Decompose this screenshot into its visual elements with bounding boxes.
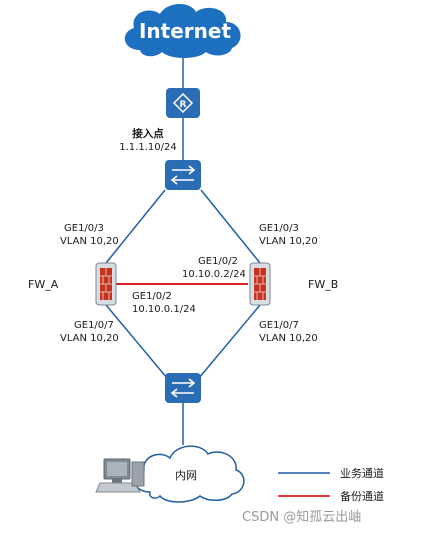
fw-b-heartbeat-port: GE1/0/2 — [198, 256, 238, 267]
legend-backup-label: 备份通道 — [340, 489, 384, 503]
top-switch — [165, 160, 201, 190]
legend-business-label: 业务通道 — [340, 466, 384, 480]
switch-icon — [165, 160, 201, 190]
fw-a-lower-vlan: VLAN 10,20 — [60, 333, 119, 344]
switch-arrows — [170, 165, 196, 185]
links — [105, 55, 261, 445]
fw-b-name: FW_B — [308, 278, 338, 291]
fw-b-heartbeat-ip: 10.10.0.2/24 — [182, 269, 246, 280]
legend: 业务通道 备份通道 — [278, 466, 384, 503]
switch-arrows — [170, 378, 196, 398]
fw-a-upper-vlan: VLAN 10,20 — [60, 236, 119, 247]
router-icon — [166, 88, 200, 118]
internet-cloud: Internet — [124, 3, 241, 58]
access-point-ip: 1.1.1.10/24 — [119, 142, 176, 153]
link-switch-fw-a — [105, 189, 166, 264]
fw-a-heartbeat-port: GE1/0/2 — [132, 291, 172, 302]
link-fw-b-bottom-switch — [198, 304, 261, 379]
intranet-label: 内网 — [175, 468, 197, 482]
svg-text:R: R — [180, 100, 187, 110]
firewall-b — [249, 262, 271, 306]
fw-b-upper-port: GE1/0/3 — [259, 223, 299, 234]
bottom-switch — [165, 373, 201, 403]
switch-icon — [165, 373, 201, 403]
link-fw-a-bottom-switch — [105, 304, 168, 379]
fw-b-lower-port: GE1/0/7 — [259, 320, 299, 331]
fw-a-heartbeat-ip: 10.10.0.1/24 — [132, 304, 196, 315]
cloud-icon — [124, 3, 241, 58]
link-switch-fw-b — [200, 189, 261, 264]
router: R — [166, 88, 200, 118]
intranet-cloud: 内网 — [134, 445, 245, 503]
fw-b-upper-vlan: VLAN 10,20 — [259, 236, 318, 247]
firewall-a — [95, 262, 117, 306]
fw-a-lower-port: GE1/0/7 — [74, 320, 114, 331]
fw-a-name: FW_A — [28, 278, 59, 291]
pc-icon — [95, 458, 145, 493]
internet-label: Internet — [139, 19, 231, 43]
fw-b-lower-vlan: VLAN 10,20 — [259, 333, 318, 344]
router-glyph: R — [172, 92, 194, 114]
watermark: CSDN @知孤云出岫 — [242, 509, 361, 525]
lan-cloud-shape — [134, 445, 245, 503]
access-point-name: 接入点 — [132, 127, 164, 140]
fw-a-upper-port: GE1/0/3 — [64, 223, 104, 234]
